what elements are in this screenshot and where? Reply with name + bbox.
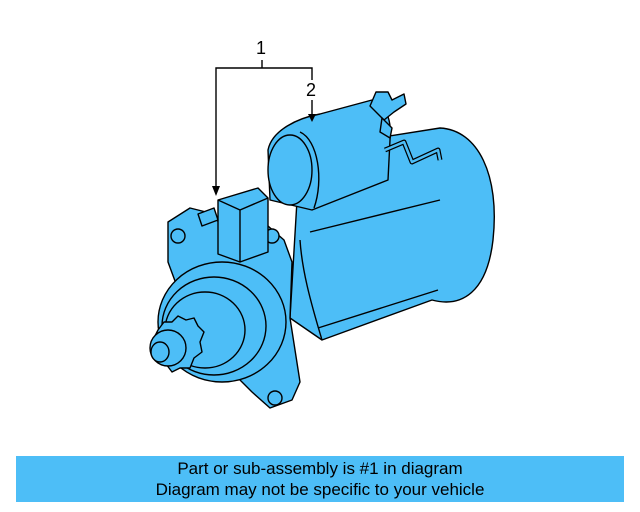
flange-bolt-hole-top [170, 228, 186, 244]
callout-arrowheads [212, 114, 316, 196]
caption-banner: Part or sub-assembly is #1 in diagram Di… [16, 456, 624, 502]
connector-strap-inner [384, 140, 442, 164]
terminal-small-tab [197, 207, 219, 227]
pinion-shaft-end [150, 341, 170, 363]
terminal-block [217, 187, 269, 263]
solenoid-ring [299, 131, 320, 209]
caption-line-1: Part or sub-assembly is #1 in diagram [177, 459, 463, 478]
callout-1-label: 1 [256, 38, 266, 58]
terminal-small [379, 117, 393, 139]
flange-bolt-hole-bottom [267, 390, 283, 406]
caption-line-2: Diagram may not be specific to your vehi… [155, 480, 485, 499]
housing-band [309, 199, 441, 329]
solenoid-end [267, 134, 313, 206]
starter-motor-illustration [149, 91, 495, 409]
starter-motor-diagram: 1 2 [149, 38, 495, 409]
terminal-stud [369, 91, 407, 121]
callout-2-label: 2 [306, 80, 316, 100]
callout-2-arrowhead [308, 114, 316, 122]
callout-1-bracket [215, 67, 313, 190]
callout-1-arrowhead [212, 186, 220, 196]
terminal-block-face [217, 197, 269, 262]
